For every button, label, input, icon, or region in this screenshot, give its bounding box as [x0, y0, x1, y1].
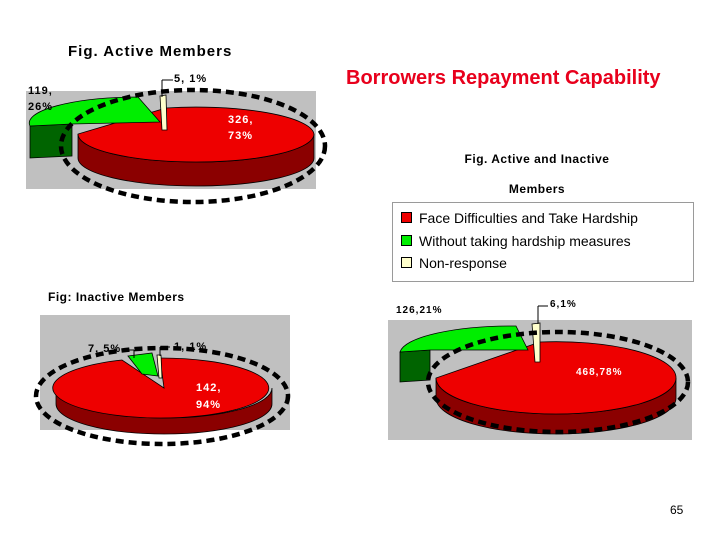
legend-item-nonresponse: Non-response: [401, 255, 507, 271]
legend-item-hardship: Face Difficulties and Take Hardship: [401, 210, 638, 226]
active-members-label-nonresponse: 5, 1%: [174, 73, 208, 85]
combined-chart-title: Fig. Active and Inactive Members: [464, 152, 610, 196]
combined-label-without: 126,21%: [396, 305, 443, 316]
active-members-chart-title: Fig. Active Members: [68, 43, 233, 60]
legend-label-nonresponse: Non-response: [419, 255, 507, 271]
active-members-slice-nonresponse: [159, 94, 168, 131]
combined-slice-without-side: [399, 349, 431, 383]
combined-highlight-ring: [425, 329, 691, 435]
combined-label-nonresponse: 6,1%: [550, 299, 577, 310]
slide-title: Borrowers Repayment Capability: [346, 67, 661, 89]
active-members-highlight-ring: [58, 87, 328, 205]
legend-item-without: Without taking hardship measures: [401, 233, 631, 249]
legend-swatch-red: [401, 212, 412, 223]
legend-label-without: Without taking hardship measures: [419, 233, 631, 249]
chart-legend: Face Difficulties and Take Hardship With…: [392, 202, 694, 282]
legend-swatch-green: [401, 235, 412, 246]
inactive-members-label-hardship: 142, 94%: [196, 382, 222, 411]
inactive-members-highlight-ring: [33, 345, 291, 447]
active-members-slice-without: [28, 96, 161, 127]
inactive-members-label-without: 7, 5%: [88, 343, 122, 355]
active-members-label-hardship: 326, 73%: [228, 114, 254, 142]
legend-swatch-ivory: [401, 257, 412, 268]
inactive-members-slice-without: [127, 352, 159, 377]
combined-slice-hardship: [435, 341, 677, 415]
inactive-members-slice-hardship: [52, 357, 270, 419]
inactive-members-chart-title: Fig: Inactive Members: [48, 290, 185, 304]
legend-label-hardship: Face Difficulties and Take Hardship: [419, 210, 638, 226]
combined-slice-without: [399, 325, 529, 353]
active-members-label-without: 119, 26%: [28, 85, 54, 113]
page-number: 65: [670, 503, 684, 517]
inactive-members-label-nonresponse: 1, 1%: [174, 341, 208, 353]
combined-label-hardship: 468,78%: [576, 367, 623, 378]
